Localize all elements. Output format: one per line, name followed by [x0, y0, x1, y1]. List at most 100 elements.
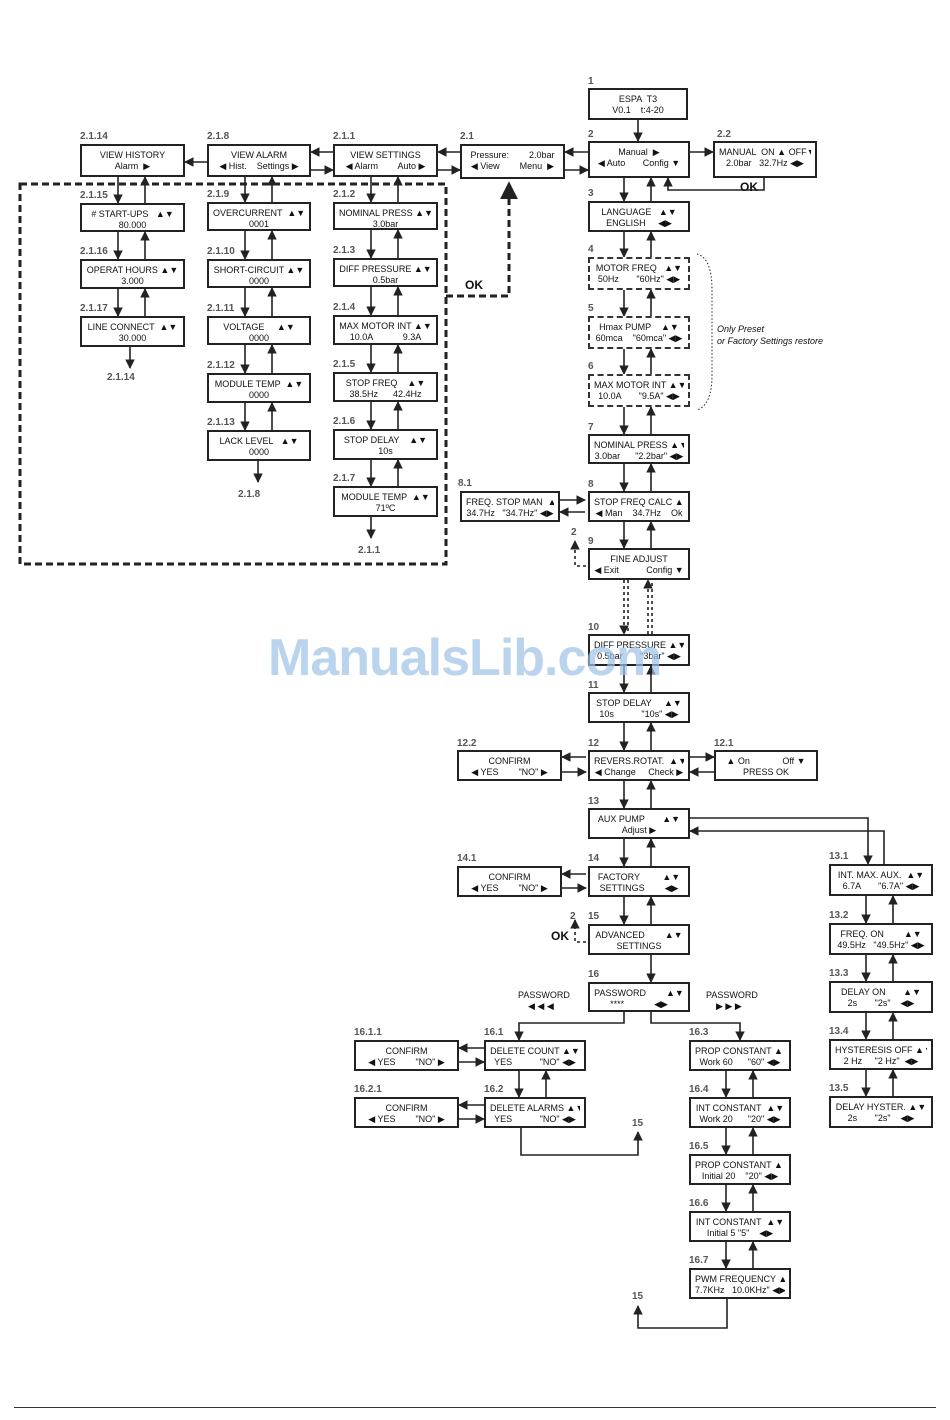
step-number: 2.1.6	[333, 416, 356, 427]
menu-screen-2-1-5: STOP FREQ ▲▼38.5Hz 42.4Hz	[333, 372, 438, 402]
screen-line-2: 0000	[248, 390, 270, 400]
screen-line-2: 7.7KHz 10.0KHz" ◀▶	[695, 1285, 785, 1295]
password-left-label: PASSWORD	[518, 990, 570, 1000]
menu-screen-8-1: FREQ. STOP MAN ▲34.7Hz "34.7Hz" ◀▶	[460, 491, 560, 522]
step-number: 12.1	[714, 738, 734, 749]
screen-line-1: SHORT-CIRCUIT ▲▼	[213, 265, 305, 275]
screen-line-1: MAX MOTOR INT ▲▼	[339, 321, 432, 331]
step-number: 2.1.12	[207, 360, 235, 371]
screen-line-2: 2s "2s" ◀▶	[847, 998, 915, 1008]
screen-line-2: 60mca "60mca" ◀▶	[595, 333, 683, 343]
screen-line-2: **** ◀▶	[610, 999, 668, 1009]
step-number: 2.1.7	[333, 473, 356, 484]
screen-line-2: ◀ Man 34.7Hz Ok	[595, 508, 683, 518]
screen-line-2: 3.0bar "2.2bar" ◀▶	[594, 451, 684, 461]
screen-line-1: VIEW HISTORY	[99, 150, 166, 160]
ok-label: OK	[740, 180, 758, 194]
menu-screen-12: REVERS.ROTAT. ▲▼◀ Change Check ▶	[588, 750, 690, 781]
menu-screen-4: MOTOR FREQ ▲▼50Hz "60Hz" ◀▶	[588, 257, 690, 290]
screen-line-2: ◀ Exit Config ▼	[594, 565, 684, 575]
screen-line-1: PROP CONSTANT ▲▼	[695, 1160, 785, 1170]
footer-rule	[14, 1407, 936, 1408]
screen-line-2: Work 20 "20" ◀▶	[699, 1114, 781, 1124]
menu-screen-2-1-10: SHORT-CIRCUIT ▲▼0000	[207, 259, 311, 288]
screen-line-2: 2 Hz "2 Hz" ◀▶	[843, 1056, 919, 1066]
menu-screen-2-1-2: NOMINAL PRESS ▲▼3.0bar	[333, 202, 438, 230]
ref-label: 15	[632, 1291, 644, 1302]
screen-line-2: ◀ YES "NO" ▶	[368, 1114, 445, 1124]
ref-label: 15	[632, 1118, 644, 1129]
ref-label: 2	[571, 527, 577, 538]
step-number: 14.1	[457, 853, 477, 864]
screen-line-1: VOLTAGE ▲▼	[223, 322, 295, 332]
step-number: 13.4	[829, 1026, 849, 1037]
step-number: 3	[588, 188, 594, 199]
screen-line-2: ◀ Auto Config ▼	[597, 158, 681, 168]
step-number: 2	[588, 129, 594, 140]
screen-line-1: PWM FREQUENCY ▲▼	[695, 1274, 785, 1284]
screen-line-1: INT. MAX. AUX. ▲▼	[837, 870, 925, 880]
menu-screen-2-1-7: MODULE TEMP ▲▼71ºC	[333, 486, 438, 517]
menu-screen-2-1-9: OVERCURRENT ▲▼0001	[207, 202, 311, 231]
menu-screen-9: FINE ADJUST◀ Exit Config ▼	[588, 548, 690, 580]
screen-line-1: VIEW ALARM	[230, 150, 287, 160]
step-number: 2.1.16	[80, 246, 108, 257]
menu-screen-16: PASSWORD ▲▼**** ◀▶	[588, 982, 690, 1012]
screen-line-2: 3.0bar	[372, 219, 399, 229]
step-number: 2.1.17	[80, 303, 108, 314]
menu-screen-13-5: DELAY HYSTER. ▲▼2s "2s" ◀▶	[829, 1096, 933, 1128]
step-number: 16.4	[689, 1084, 709, 1095]
screen-line-1: DELAY HYSTER. ▲▼	[835, 1102, 927, 1112]
screen-line-1: CONFIRM	[385, 1046, 428, 1056]
step-number: 16	[588, 969, 600, 980]
screen-line-1: OPERAT HOURS ▲▼	[86, 265, 179, 275]
screen-line-1: # START-UPS ▲▼	[91, 209, 174, 219]
screen-line-1: PROP CONSTANT ▲▼	[695, 1046, 785, 1056]
screen-line-1: CONFIRM	[488, 872, 531, 882]
menu-screen-8: STOP FREQ CALC ▲▼◀ Man 34.7Hz Ok	[588, 491, 690, 522]
menu-screen-2-1-1: VIEW SETTINGS◀ Alarm Auto ▶	[333, 144, 438, 177]
step-number: 8.1	[458, 478, 472, 489]
menu-screen-2-1-16: OPERAT HOURS ▲▼3.000	[80, 259, 185, 289]
screen-line-2: 0000	[248, 447, 270, 457]
step-number: 2.1.11	[207, 303, 235, 314]
screen-line-2: 50Hz "60Hz" ◀▶	[597, 274, 681, 284]
screen-line-1: FREQ. ON ▲▼	[840, 929, 922, 939]
screen-line-2: Alarm ▶	[114, 161, 151, 171]
step-number: 13.2	[829, 910, 849, 921]
step-number: 13.3	[829, 968, 849, 979]
menu-screen-16-1-1: CONFIRM◀ YES "NO" ▶	[354, 1040, 459, 1071]
step-number: 14	[588, 853, 600, 864]
ref-label: 2.1.1	[358, 545, 381, 556]
password-right-arrows: ▶ ▶ ▶	[716, 1001, 742, 1011]
screen-line-2: ◀ Change Check ▶	[594, 767, 684, 777]
screen-line-2: ◀ Alarm Auto ▶	[345, 161, 426, 171]
screen-line-2: 10.0A "9.5A" ◀▶	[598, 391, 680, 401]
step-number: 13	[588, 796, 600, 807]
screen-line-2: SETTINGS	[616, 941, 662, 951]
step-number: 2.1.13	[207, 417, 235, 428]
screen-line-1: DIFF PRESSURE ▲▼	[339, 264, 432, 274]
screen-line-1: MODULE TEMP ▲▼	[341, 492, 430, 502]
ref-label: 2.1.8	[238, 489, 261, 500]
screen-line-2: 10s "10s" ◀▶	[599, 709, 679, 719]
menu-screen-13-2: FREQ. ON ▲▼49.5Hz "49.5Hz" ◀▶	[829, 923, 933, 955]
screen-line-2: 0.5bar "3bar" ◀▶	[597, 651, 681, 661]
menu-screen-2-1-15: # START-UPS ▲▼80.000	[80, 203, 185, 232]
screen-line-1: LANGUAGE ▲▼	[601, 207, 677, 217]
screen-line-1: CONFIRM	[488, 756, 531, 766]
screen-line-1: STOP DELAY ▲▼	[596, 698, 682, 708]
screen-line-1: PASSWORD ▲▼	[594, 988, 684, 998]
screen-line-1: STOP FREQ ▲▼	[345, 378, 426, 388]
screen-line-2: 71ºC	[375, 503, 396, 513]
step-number: 16.6	[689, 1198, 709, 1209]
menu-screen-10: DIFF PRESSURE ▲▼0.5bar "3bar" ◀▶	[588, 634, 690, 666]
menu-screen-15: ADVANCED ▲▼SETTINGS	[588, 924, 690, 955]
screen-line-1: Hmax PUMP ▲▼	[599, 322, 679, 332]
screen-line-1: DELETE COUNT ▲▼	[490, 1046, 580, 1056]
preset-note: Only Preset	[717, 324, 765, 334]
menu-screen-2-1-8: VIEW ALARM◀ Hist. Settings ▶	[207, 144, 311, 177]
screen-line-1: INT CONSTANT ▲▼	[695, 1103, 785, 1113]
step-number: 11	[588, 680, 599, 691]
